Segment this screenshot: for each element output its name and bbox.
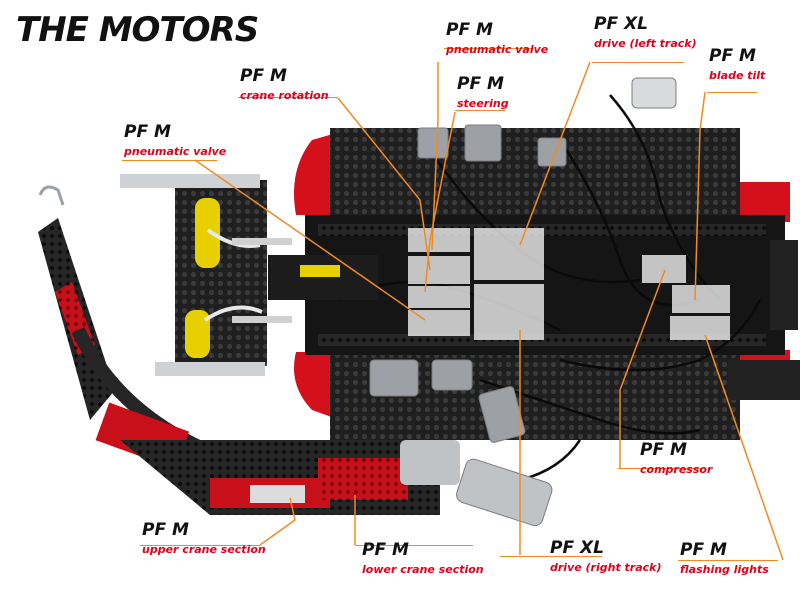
motor-function: blade tilt (709, 69, 766, 82)
wiring (339, 94, 762, 482)
motor-label: PF XL drive (left track) (594, 14, 697, 50)
motor-label: PF M flashing lights (680, 540, 769, 576)
motor-label: PF M steering (457, 74, 509, 110)
motor-label: PF M pneumatic valve (124, 122, 226, 158)
callout-underline (618, 468, 703, 469)
motor-function: drive (left track) (594, 37, 697, 50)
motor-function: upper crane section (142, 543, 266, 556)
motor-function: drive (right track) (550, 561, 662, 574)
callout-underline (500, 556, 602, 557)
motor-model: PF M (362, 540, 409, 560)
motor-model: PF M (446, 20, 493, 40)
motor-function: crane rotation (240, 89, 329, 102)
motor-label: PF M upper crane section (142, 520, 266, 556)
callout-underline (707, 92, 757, 93)
motor-model: PF XL (550, 538, 604, 558)
callout-underline (355, 545, 473, 546)
crane-arm (38, 185, 460, 515)
motor-function: lower crane section (362, 563, 484, 576)
callout-lines (194, 61, 784, 561)
motor-function: pneumatic valve (124, 145, 227, 158)
motor-model: PF M (240, 66, 287, 86)
motor-function: flashing lights (680, 563, 769, 576)
motor-label: PF M lower crane section (362, 540, 484, 576)
motor-model: PF M (680, 540, 727, 560)
motor-label: PF M blade tilt (709, 46, 765, 82)
motor-model: PF M (457, 74, 504, 94)
motor-model: PF XL (594, 14, 648, 34)
motor-function: pneumatic valve (446, 43, 549, 56)
callout-underline (678, 560, 778, 561)
motor-label: PF M compressor (640, 440, 712, 476)
motor-function: steering (457, 97, 509, 110)
motor-label: PF XL drive (right track) (550, 538, 662, 574)
callout-underline (140, 545, 260, 546)
motor-label: PF M crane rotation (240, 66, 329, 102)
motor-model: PF M (709, 46, 756, 66)
blade-assembly (120, 174, 378, 376)
loose-motors (369, 77, 677, 527)
page-title: THE MOTORS (16, 10, 259, 50)
motor-model: PF M (124, 122, 171, 142)
motor-label: PF M pneumatic valve (446, 20, 548, 56)
callout-underline (455, 110, 505, 111)
callout-underline (122, 160, 217, 161)
callout-underline (592, 62, 684, 63)
motor-function: compressor (640, 463, 713, 476)
callout-underline (238, 97, 338, 98)
callout-underline (444, 48, 534, 49)
motor-model: PF M (142, 520, 189, 540)
motor-highlights (408, 228, 730, 340)
motor-model: PF M (640, 440, 687, 460)
